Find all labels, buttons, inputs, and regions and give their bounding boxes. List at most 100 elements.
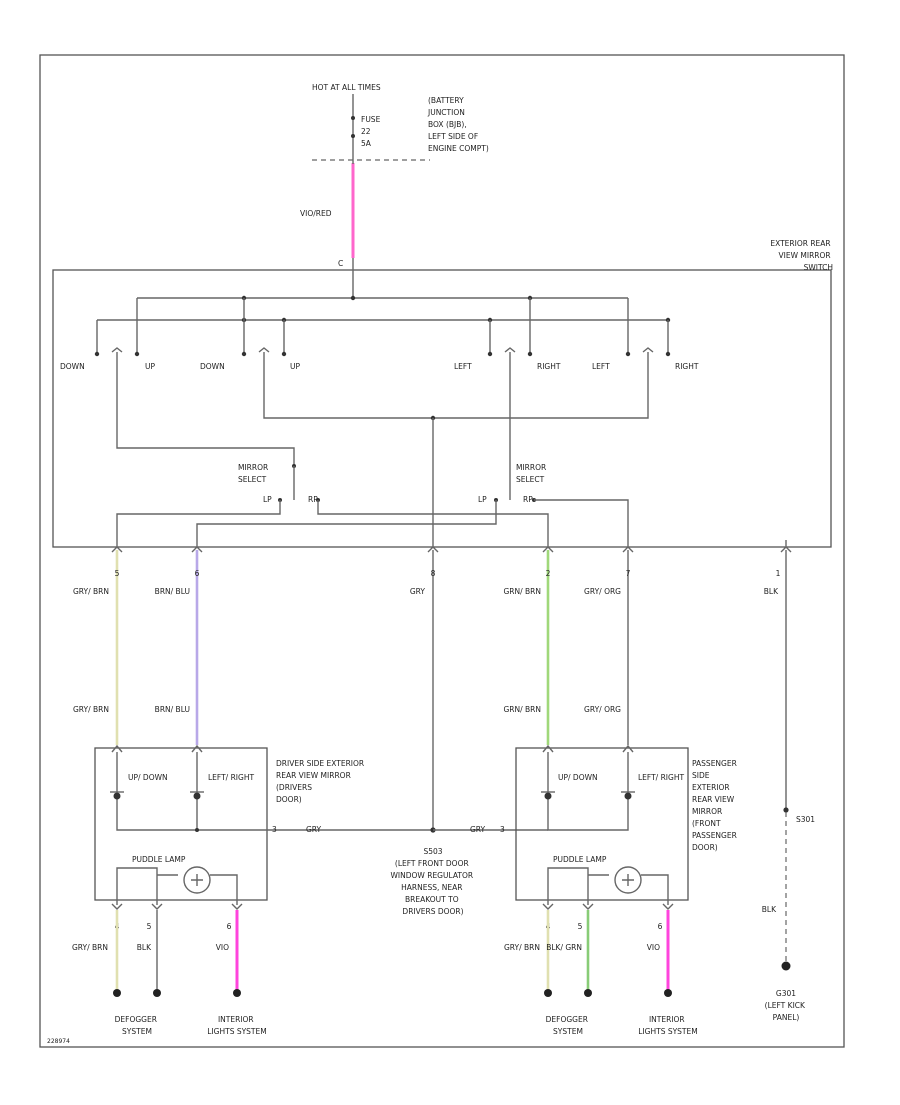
pin-number: 2	[546, 569, 551, 578]
pin-wire-label: GRY/ BRN	[73, 587, 109, 596]
pin-wire-label: BRN/ BLU	[155, 705, 190, 714]
passenger-pin: 6	[658, 922, 663, 931]
terminal-dot	[664, 989, 672, 997]
selector-right-lp: LP	[478, 495, 487, 504]
passenger-lamp-circuit-left	[547, 867, 589, 905]
fuse-node-upper	[351, 116, 355, 120]
terminal-dot	[153, 989, 161, 997]
mirror-select-right-label: MIRROR SELECT	[516, 463, 549, 484]
driver-motor-leftright-icon	[190, 791, 204, 800]
driver-mirror-connectors	[111, 744, 203, 753]
ground-wire-label: BLK	[762, 905, 777, 914]
contact-label: DOWN	[200, 362, 225, 371]
selector-to-pin2	[317, 500, 549, 548]
pin-number: 1	[776, 569, 781, 578]
contact-label: LEFT	[454, 362, 472, 371]
dest-interior-left: INTERIOR LIGHTS SYSTEM	[207, 1015, 266, 1036]
pin-number: 8	[431, 569, 436, 578]
driver-motor-label-leftright: LEFT/ RIGHT	[208, 773, 254, 782]
driver-mirror-name: DRIVER SIDE EXTERIOR REAR VIEW MIRROR (D…	[276, 759, 367, 804]
passenger-common-wire-label: GRY	[470, 825, 486, 834]
contact-label: LEFT	[592, 362, 610, 371]
driver-pin: 5	[147, 922, 152, 931]
switch-contacts	[94, 351, 671, 357]
passenger-mirror-connectors	[542, 744, 634, 753]
passenger-puddle-lamp-icon	[614, 866, 642, 894]
passenger-bottom-wire-label: GRY/ BRN	[504, 943, 540, 952]
pin-wire-label: GRY/ BRN	[73, 705, 109, 714]
passenger-motor-updown-icon	[541, 791, 555, 800]
driver-common-node	[195, 828, 199, 832]
ground-location: (LEFT KICK PANEL)	[765, 1001, 808, 1022]
fuse-number: 22	[361, 127, 371, 136]
passenger-lamp-label: PUDDLE LAMP	[553, 855, 607, 864]
switch-input-pin: C	[338, 259, 343, 268]
dest-interior-right: INTERIOR LIGHTS SYSTEM	[638, 1015, 697, 1036]
selector-to-pin6	[196, 500, 497, 548]
selector-right-to-pin7	[534, 499, 629, 548]
passenger-lamp-filament	[622, 874, 634, 886]
pin-number: 5	[115, 569, 120, 578]
contact-label: UP	[290, 362, 300, 371]
driver-common-wire-label: GRY	[306, 825, 322, 834]
pin-number: 6	[195, 569, 200, 578]
driver-lamp-circuit-left	[116, 867, 158, 905]
terminal-dot	[584, 989, 592, 997]
contact-label: RIGHT	[537, 362, 561, 371]
splice-description: (LEFT FRONT DOOR WINDOW REGULATOR HARNES…	[391, 859, 476, 916]
terminal-dot	[544, 989, 552, 997]
fuse-label: FUSE	[361, 115, 381, 124]
driver-lamp-circuit-right	[210, 874, 238, 905]
driver-motor-updown-circuit	[116, 752, 433, 831]
switch-box	[52, 269, 832, 548]
switch-name: EXTERIOR REAR VIEW MIRROR SWITCH	[770, 239, 833, 272]
diagram-frame	[39, 54, 845, 1048]
driver-bottom-wire-label: BLK	[137, 943, 152, 952]
pin-wire-label: GRN/ BRN	[503, 705, 541, 714]
pin-wire-label: GRY	[410, 587, 426, 596]
driver-motor-label-updown: UP/ DOWN	[128, 773, 168, 782]
selector-left-rp: RP	[308, 495, 318, 504]
passenger-bottom-connectors	[542, 903, 674, 910]
driver-bottom-connectors	[111, 903, 243, 910]
ground-icon	[781, 961, 791, 971]
power-source-label: HOT AT ALL TIMES	[312, 83, 381, 92]
driver-lamp-label: PUDDLE LAMP	[132, 855, 186, 864]
driver-common-pin: 3	[272, 825, 277, 834]
bus-node	[350, 295, 356, 301]
dest-defogger-right: DEFOGGER SYSTEM	[546, 1015, 591, 1036]
arm-to-selector-left	[116, 386, 295, 466]
passenger-motor-label-leftright: LEFT/ RIGHT	[638, 773, 684, 782]
driver-bottom-wire-label: GRY/ BRN	[72, 943, 108, 952]
passenger-bottom-wire-label: BLK/ GRN	[546, 943, 582, 952]
fuse-box-label: (BATTERY JUNCTION BOX (BJB), LEFT SIDE O…	[427, 96, 489, 153]
passenger-pin: 5	[578, 922, 583, 931]
fuse-node-lower	[351, 134, 355, 138]
driver-mirror-box	[94, 747, 268, 901]
driver-motor-updown-icon	[110, 791, 124, 800]
feed-wire-label: VIO/RED	[300, 209, 332, 218]
pin-wire-label: BLK	[764, 587, 779, 596]
switch-arm	[258, 347, 270, 386]
mirror-select-left-label: MIRROR SELECT	[238, 463, 271, 484]
passenger-motor-label-updown: UP/ DOWN	[558, 773, 598, 782]
pin-wire-label: GRY/ ORG	[584, 587, 621, 596]
figure-id: 228974	[47, 1038, 70, 1045]
pin-number: 7	[626, 569, 631, 578]
selector-left-lp: LP	[263, 495, 272, 504]
passenger-mirror-box	[515, 747, 689, 901]
switch-arm	[111, 347, 123, 386]
arm-common-link	[263, 386, 649, 419]
driver-pin: 6	[227, 922, 232, 931]
terminal-dot	[113, 989, 121, 997]
ground-splice-id: S301	[796, 815, 815, 824]
terminal-dot	[233, 989, 241, 997]
passenger-motor-leftright-icon	[621, 791, 635, 800]
driver-bottom-wire-label: VIO	[216, 943, 229, 952]
selector-right-rp: RP	[523, 495, 533, 504]
passenger-bottom-wire-label: VIO	[647, 943, 660, 952]
pin-wire-label: GRY/ ORG	[584, 705, 621, 714]
passenger-lamp-circuit-right	[641, 874, 669, 905]
